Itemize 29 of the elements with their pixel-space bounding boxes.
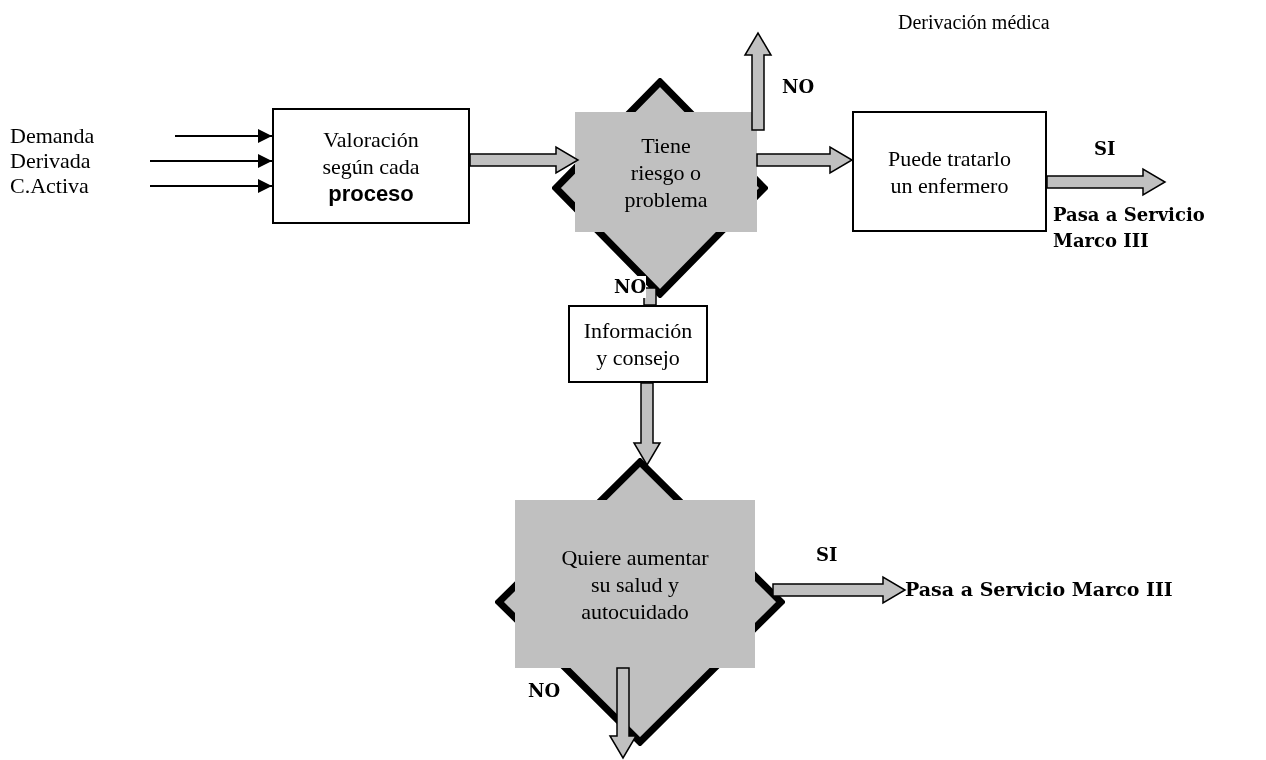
edge-label: NO: [614, 276, 647, 298]
outcome-text: Pasa a Servicio Marco III: [1053, 203, 1206, 253]
arrow: [149, 154, 273, 168]
block-arrow: [756, 145, 854, 175]
block-arrow: [643, 287, 657, 306]
process-box: [568, 305, 708, 383]
block-arrow: [632, 382, 662, 467]
decision-text: Tiene riesgo o problema: [623, 131, 709, 214]
branch-label: NO: [782, 75, 815, 99]
outcome-text: Pasa a Servicio Marco III: [905, 576, 1260, 606]
block-arrow: [772, 575, 907, 605]
block-arrow: [1046, 167, 1167, 197]
block-arrow: [743, 31, 773, 131]
input-label: Demanda: [10, 124, 175, 148]
input-label: C.Activa: [10, 174, 150, 198]
input-label: Derivada: [10, 149, 150, 173]
arrow: [174, 129, 273, 143]
box-text: Información y consejo: [582, 317, 694, 371]
process-box: [852, 111, 1047, 232]
box-text: Puede tratarlo un enfermero: [887, 144, 1012, 199]
decision-diamond: [495, 458, 785, 746]
block-arrow: [469, 145, 580, 175]
decision-diamond: [552, 78, 768, 298]
arrow: [149, 179, 273, 193]
decision-text: Quiere aumentar su salud y autocuidado: [560, 543, 710, 626]
note-text: Derivación médica: [898, 10, 1050, 34]
block-arrow: [608, 667, 638, 760]
process-box: [272, 108, 470, 224]
box-text: Valoración según cada proceso: [321, 125, 421, 207]
